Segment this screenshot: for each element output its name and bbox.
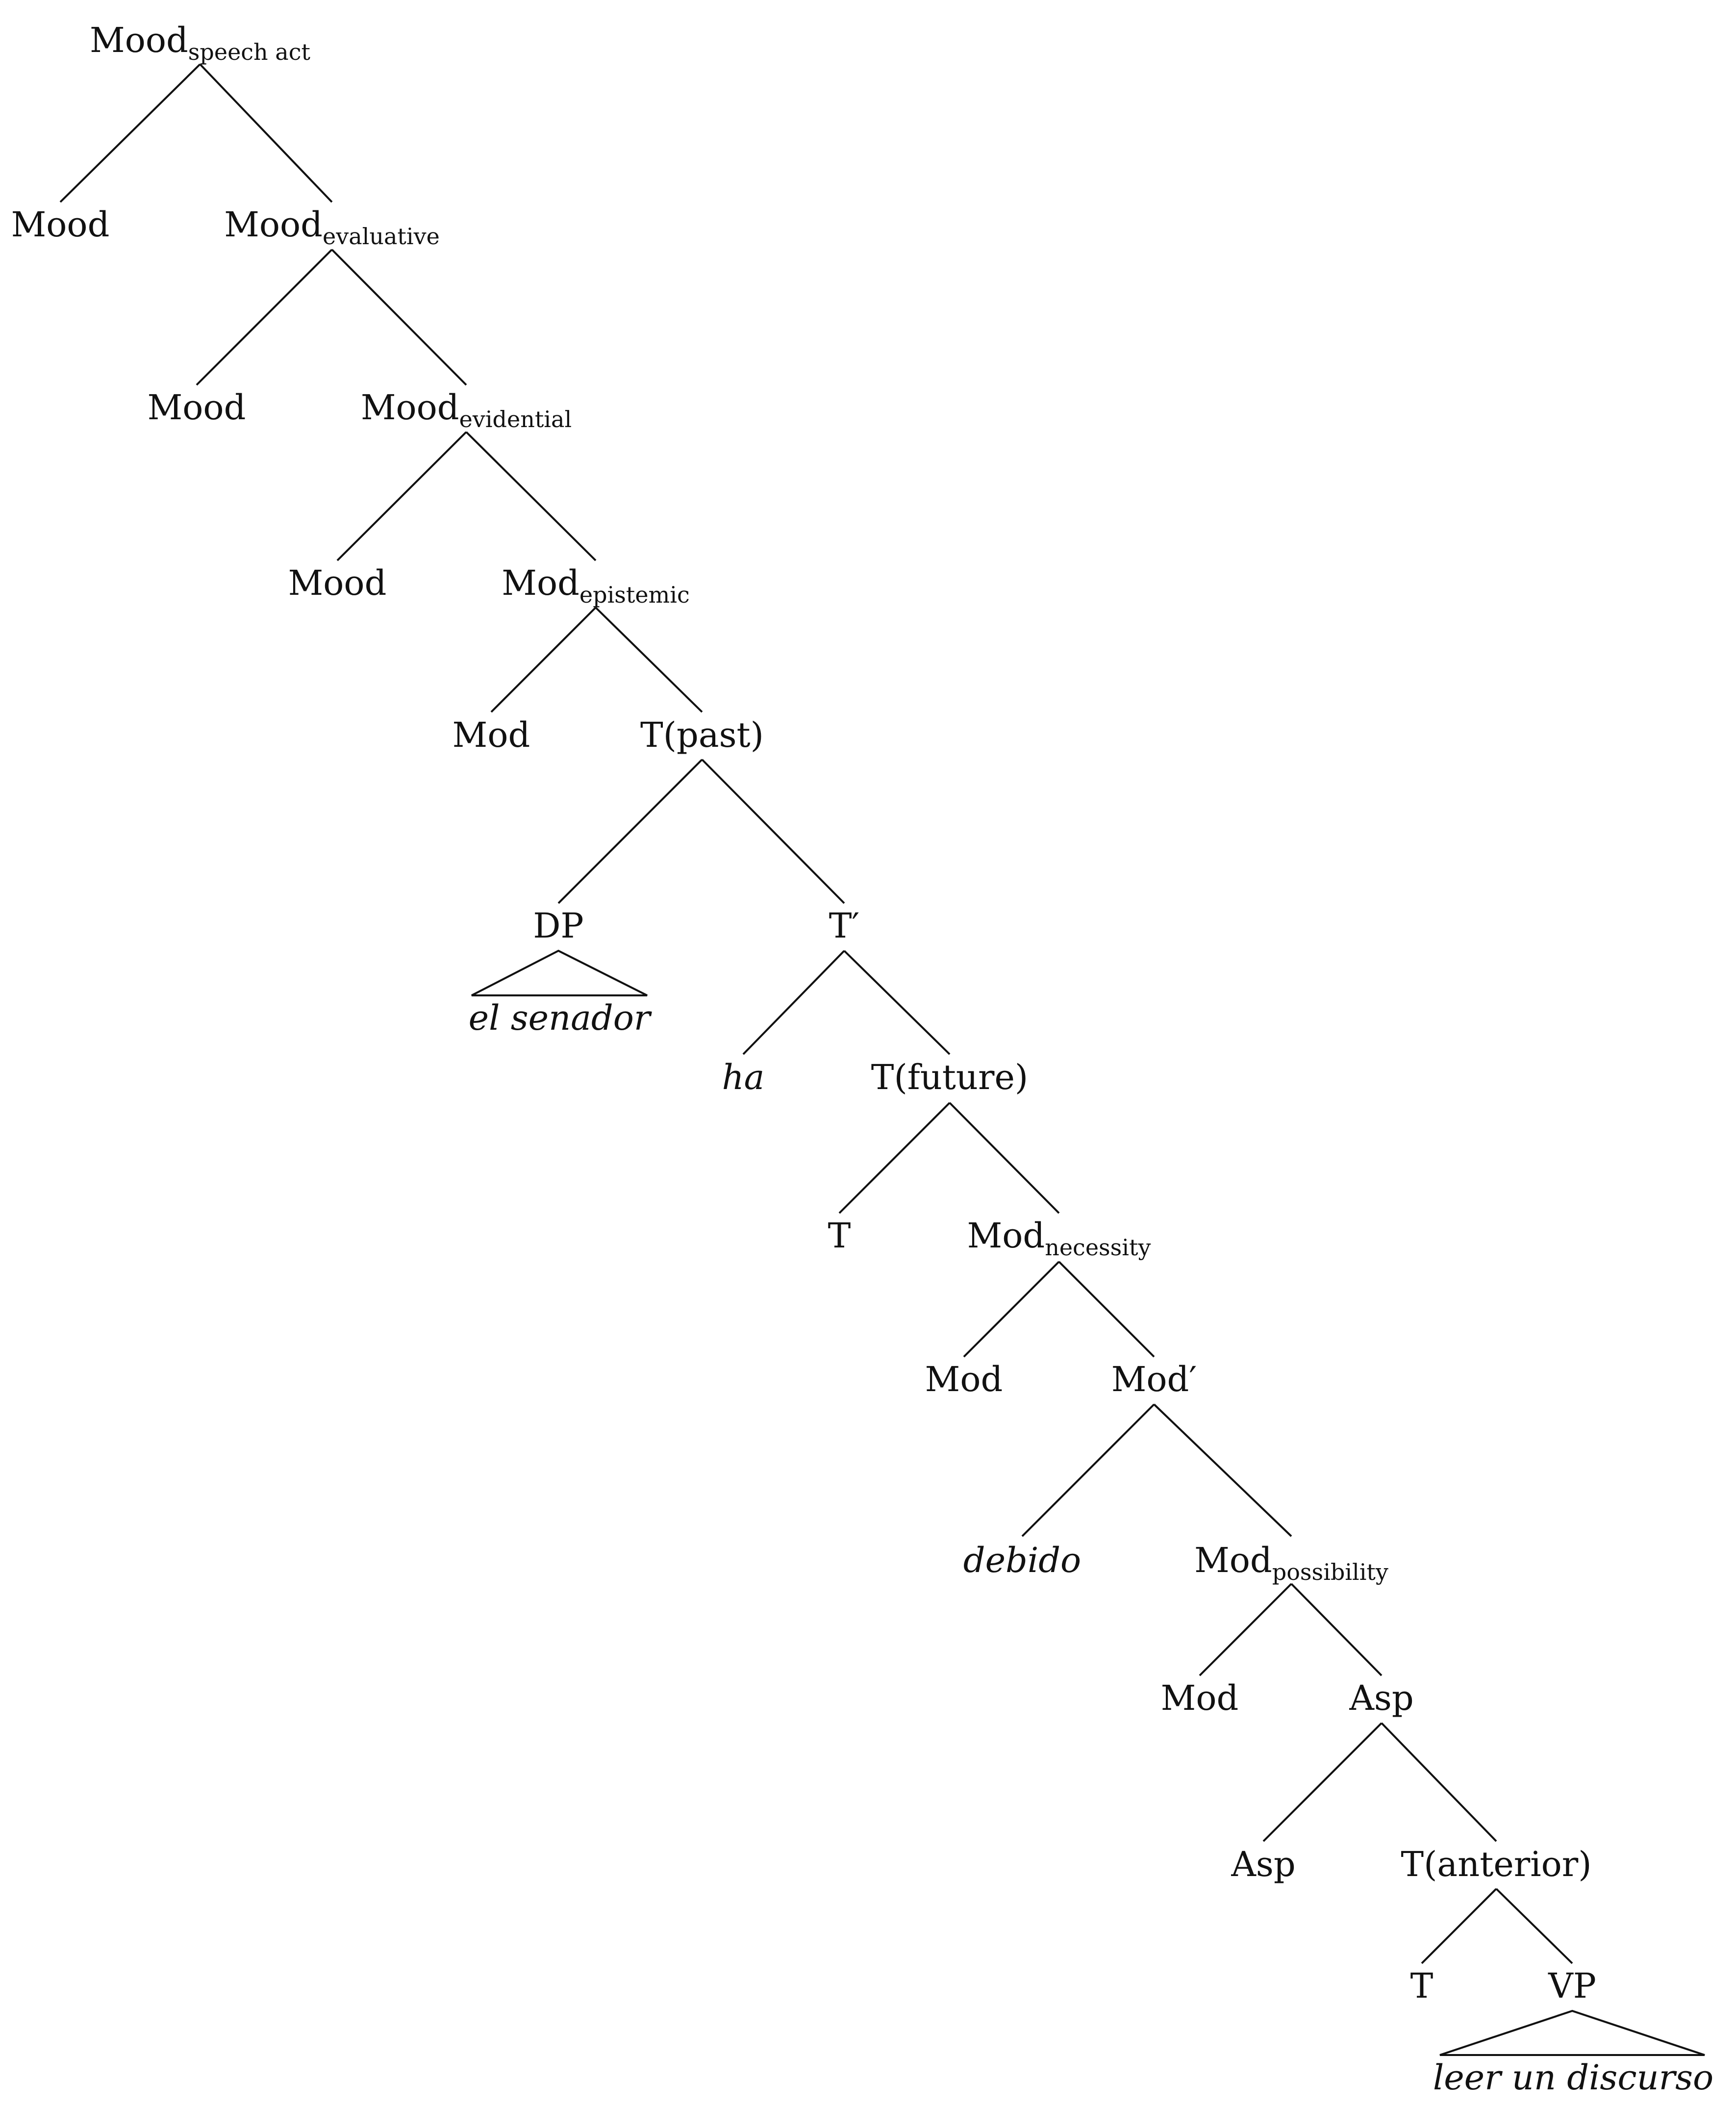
node-mood: Mood [147, 387, 246, 428]
node-mod-bar: Mod′ [1111, 1359, 1197, 1399]
edge [1153, 1403, 1292, 1537]
edge [949, 1102, 1060, 1214]
node-t-anterior: T(anterior) [1401, 1844, 1592, 1884]
edge [701, 759, 845, 904]
node-asp: Asp [1349, 1678, 1414, 1718]
edge [199, 63, 333, 203]
node-mood-speech-act: Moodspeech act [90, 20, 310, 65]
node-t-past: T(past) [640, 715, 764, 755]
edge [1021, 1403, 1155, 1537]
node-debido: debido [963, 1540, 1082, 1580]
node-t: T [1410, 1966, 1434, 2006]
edge [1381, 1722, 1497, 1842]
edge [838, 1102, 951, 1214]
edge [1290, 1583, 1383, 1676]
edge [1199, 1583, 1292, 1676]
edge [595, 607, 703, 713]
edge [59, 63, 201, 203]
node-mood: Mood [288, 563, 387, 603]
node-mood-evidential: Moodevidential [360, 387, 572, 432]
dp-triangle [471, 949, 648, 996]
edge [196, 249, 333, 386]
edge [843, 950, 951, 1055]
node-leer-un-discurso: leer un discurso [1433, 2057, 1714, 2098]
node-mod-possibility: Modpossibility [1194, 1540, 1388, 1585]
node-asp: Asp [1231, 1844, 1296, 1884]
edge [336, 431, 467, 561]
edge [557, 759, 703, 904]
node-el-senador: el senador [468, 998, 651, 1038]
edge [465, 431, 597, 561]
edge [1421, 1888, 1497, 1964]
node-ha: ha [722, 1057, 765, 1097]
edge [490, 607, 597, 713]
node-dp: DP [533, 906, 584, 946]
edge [1262, 1722, 1383, 1842]
node-mod: Mod [452, 715, 530, 755]
node-t-bar: T′ [829, 906, 860, 946]
node-mod: Mod [1160, 1678, 1239, 1718]
node-t-future: T(future) [871, 1057, 1029, 1097]
node-mod-necessity: Modnecessity [967, 1216, 1151, 1261]
edge [1058, 1261, 1155, 1358]
edge [331, 249, 467, 386]
node-mod-epistemic: Modepistemic [502, 563, 690, 608]
node-mood-evaluative: Moodevaluative [224, 204, 440, 250]
node-mod: Mod [925, 1359, 1003, 1399]
node-mood: Mood [11, 204, 110, 245]
node-vp: VP [1548, 1966, 1596, 2006]
edge [742, 950, 845, 1055]
edge [963, 1261, 1060, 1358]
vp-triangle [1439, 2009, 1705, 2056]
node-t: T [828, 1216, 851, 1256]
edge [1495, 1888, 1573, 1964]
